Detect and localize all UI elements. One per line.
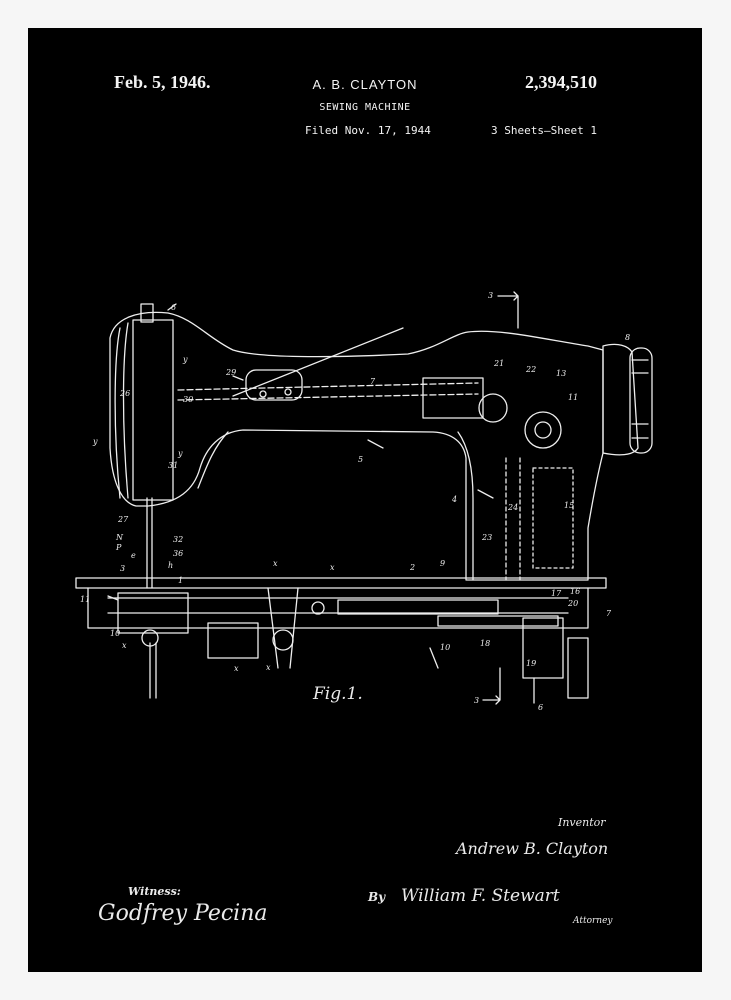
part-label: 15 <box>564 501 574 510</box>
part-label: x <box>234 664 239 673</box>
sheet-count: 3 Sheets–Sheet 1 <box>491 124 597 137</box>
bearing-circle <box>524 411 562 449</box>
section-marker-top <box>497 291 519 329</box>
part-label: 1 <box>178 576 183 585</box>
filed-date: Filed Nov. 17, 1944 <box>305 124 431 137</box>
part-label: 18 <box>480 639 490 648</box>
part-label: 10 <box>440 643 450 652</box>
part-label: 20 <box>567 599 578 608</box>
part-label: 23 <box>481 533 492 542</box>
part-label: P <box>115 543 122 552</box>
part-label: h <box>168 561 173 570</box>
patent-sheet: Feb. 5, 1946. A. B. CLAYTON 2,394,510 SE… <box>28 28 702 972</box>
part-label: x <box>122 641 127 650</box>
part-label: 4 <box>451 495 457 504</box>
attorney-signature: William F. Stewart <box>401 886 560 906</box>
part-label: 10 <box>110 629 120 638</box>
part-label: 29 <box>225 368 236 377</box>
part-label: y <box>92 437 98 446</box>
part-label: 5 <box>358 455 363 464</box>
part-label: 6 <box>171 303 176 312</box>
gooseneck-inner <box>197 431 474 581</box>
link-plate <box>245 369 303 401</box>
inventor-signature: Andrew B. Clayton <box>456 839 609 858</box>
inventor-role: Inventor <box>558 816 606 829</box>
part-label: 26 <box>119 389 130 398</box>
by-label: By <box>368 890 386 904</box>
part-label: 30 <box>183 395 193 404</box>
part-label: N <box>115 533 124 542</box>
part-label: 22 <box>525 365 536 374</box>
bed-underside <box>87 587 589 629</box>
part-label: 24 <box>507 503 518 512</box>
balance-wheel <box>602 343 639 456</box>
presser-bar-top <box>140 303 154 323</box>
patent-subject: SEWING MACHINE <box>319 102 411 113</box>
inventor-header: A. B. CLAYTON <box>312 77 418 92</box>
part-label: x <box>266 663 271 672</box>
part-label: 11 <box>80 595 90 604</box>
part-label: y <box>182 355 188 364</box>
witness-label: Witness: <box>128 885 181 898</box>
part-label: 7 <box>370 377 376 386</box>
patent-number: 2,394,510 <box>525 72 597 92</box>
figure-label: Fig.1. <box>313 684 363 704</box>
hook-assembly <box>117 592 189 634</box>
part-label: 27 <box>117 515 129 524</box>
part-label: e <box>131 551 136 560</box>
part-labels: 6 3 8 29 30 26 y y y 31 7 21 22 13 11 5 … <box>80 291 630 712</box>
part-label: 19 <box>526 659 536 668</box>
part-label: 31 <box>168 461 178 470</box>
attorney-role: Attorney <box>573 916 613 926</box>
part-label: 21 <box>493 359 504 368</box>
part-label: x <box>330 563 335 572</box>
part-label: 11 <box>568 393 578 402</box>
main-shaft <box>177 382 479 401</box>
part-label: 9 <box>440 559 445 568</box>
head-face <box>114 322 129 499</box>
part-label: 17 <box>551 589 562 598</box>
part-label: 8 <box>625 333 630 342</box>
patent-date: Feb. 5, 1946. <box>114 72 211 92</box>
part-label: y <box>177 449 183 458</box>
part-label: 3 <box>488 291 493 300</box>
sewing-machine-drawing: 6 3 8 29 30 26 y y y 31 7 21 22 13 11 5 … <box>75 291 653 712</box>
part-label: 3 <box>120 564 125 573</box>
part-label: x <box>273 559 278 568</box>
part-label: 3 <box>474 696 479 705</box>
part-label: 32 <box>173 535 183 544</box>
witness-signature: Godfrey Pecina <box>98 901 268 926</box>
part-label: 6 <box>538 703 543 712</box>
part-label: 7 <box>606 609 612 618</box>
section-marker-bottom <box>482 667 501 705</box>
head-plate <box>132 319 174 501</box>
machine-arm-outline <box>109 311 604 581</box>
part-label: 13 <box>556 369 566 378</box>
machine-bed <box>75 577 607 589</box>
part-label: 2 <box>409 563 415 572</box>
part-label: 16 <box>570 587 580 596</box>
part-label: 36 <box>173 549 183 558</box>
